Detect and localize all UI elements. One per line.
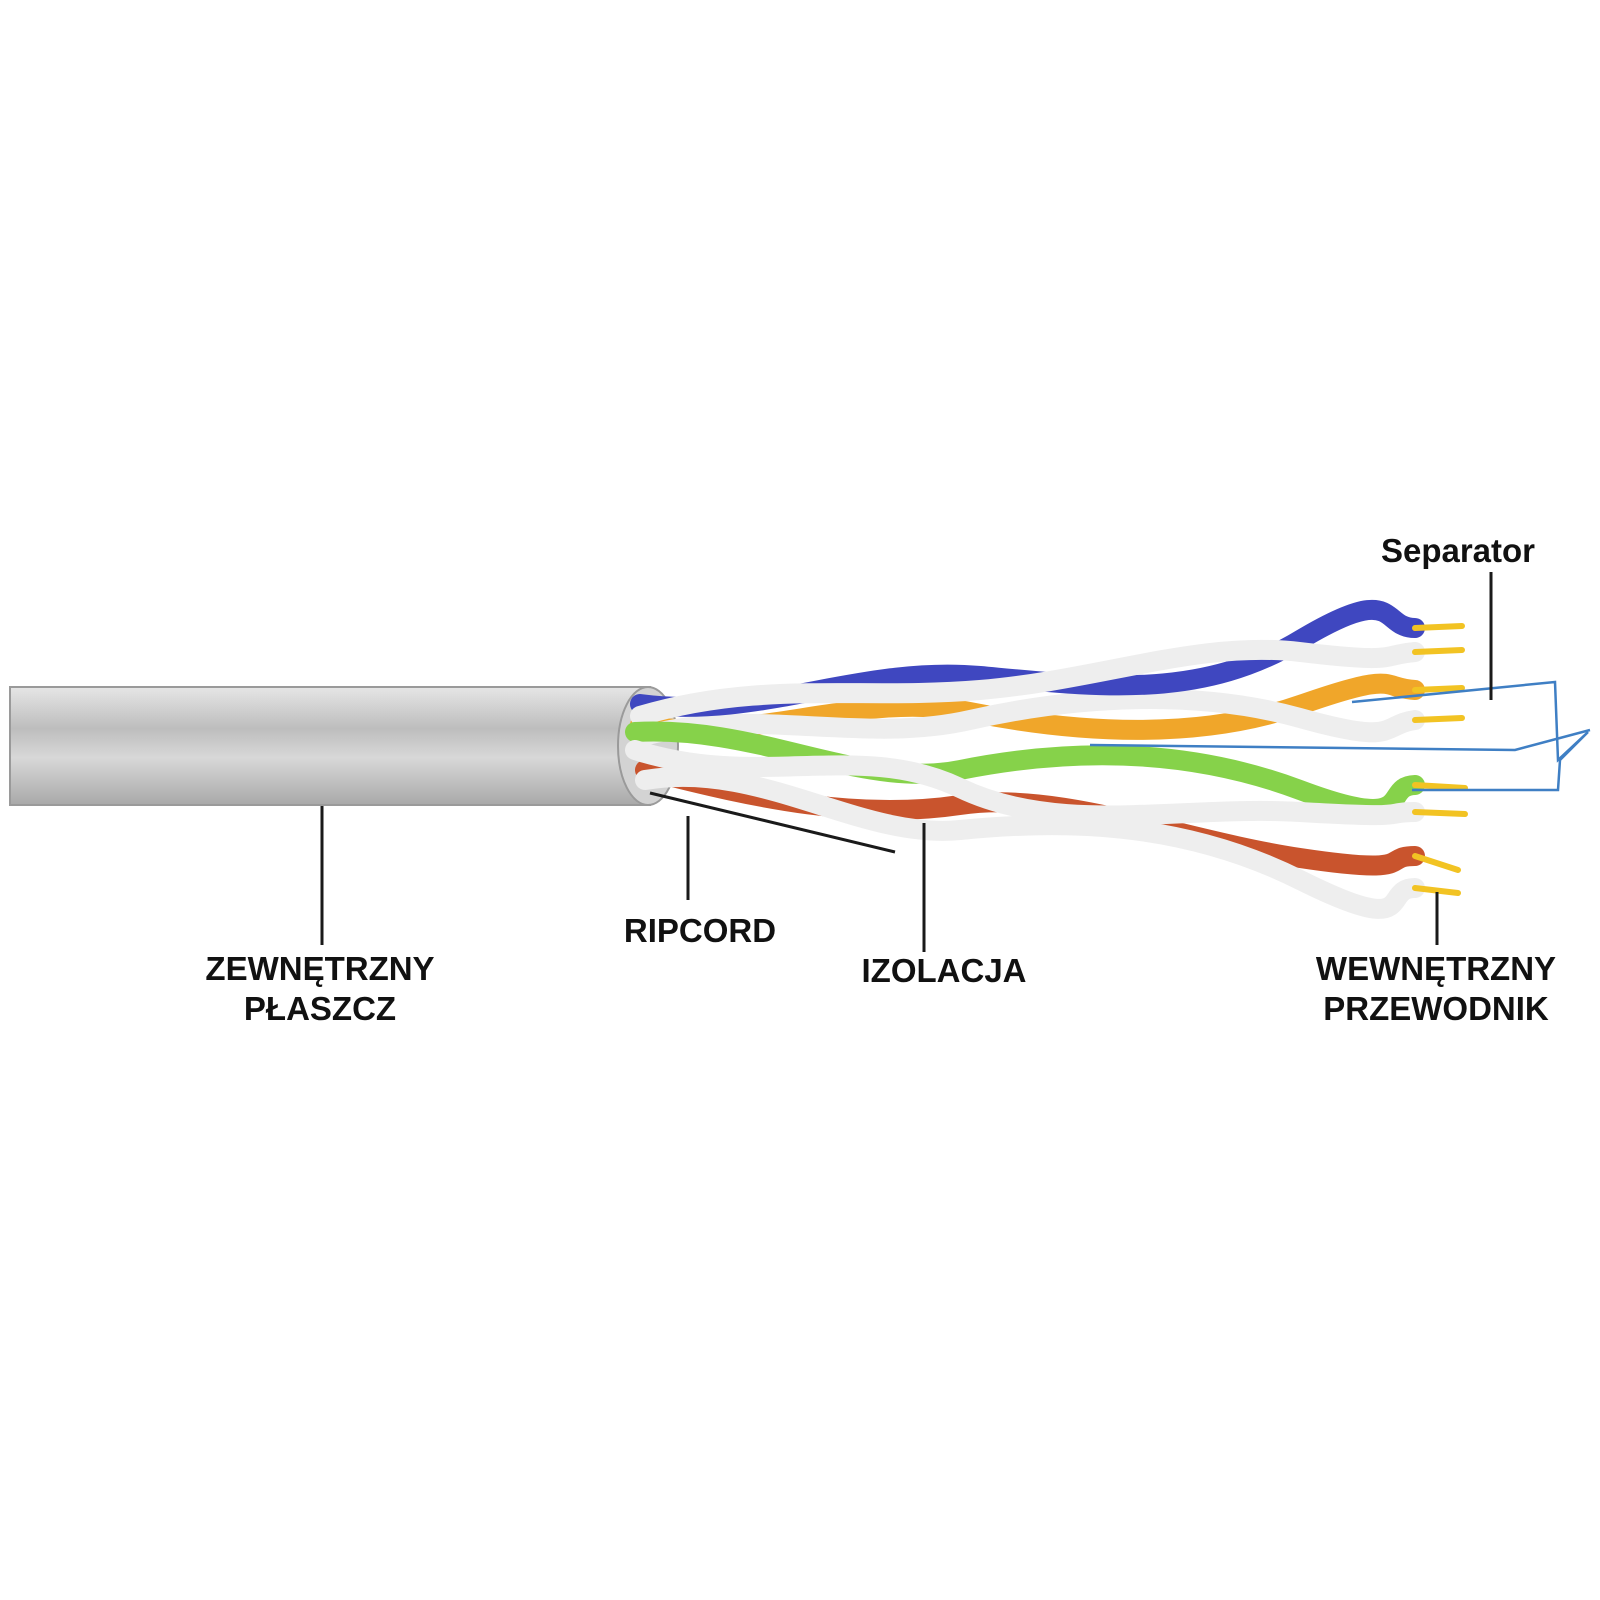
twisted-pairs — [625, 599, 1425, 919]
copper-conductors — [1412, 623, 1468, 896]
separator-lines — [1089, 680, 1591, 792]
inner-conductor-label-line2: PRZEWODNIK — [1323, 990, 1549, 1027]
outer-jacket — [9, 686, 679, 806]
leader-lines — [320, 572, 1493, 952]
insulation-label: IZOLACJA — [862, 952, 1027, 989]
outer-jacket-label-line1: ZEWNĘTRZNY — [205, 950, 434, 987]
inner-conductor-label-line1: WEWNĘTRZNY — [1316, 950, 1556, 987]
separator-label: Separator — [1381, 532, 1535, 569]
green-pair — [625, 721, 1425, 826]
orange-pair — [630, 673, 1425, 747]
ripcord-label: RIPCORD — [624, 912, 776, 949]
outer-jacket-label-line2: PŁASZCZ — [244, 990, 396, 1027]
blue-pair — [630, 599, 1425, 726]
